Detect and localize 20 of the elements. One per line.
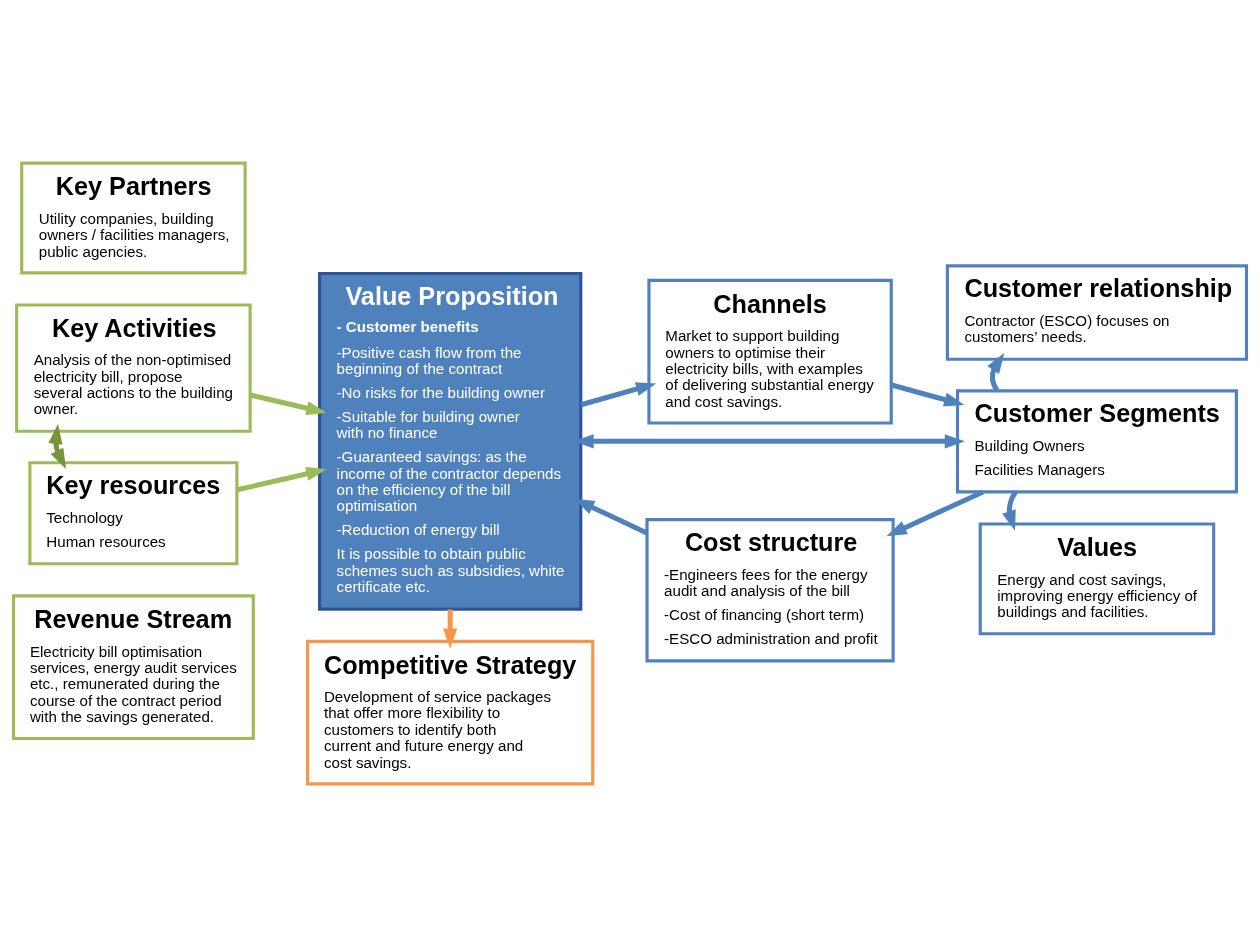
node-box: Customer Segments Building Owners Facilities Managers [955,389,1238,494]
arrow [249,392,327,416]
arrow [987,353,1005,392]
arrow [443,609,458,649]
arrow [580,382,657,408]
node-box: Key Partners Utility companies, building owners / facilities managers, public agencies. [20,161,247,275]
node-box: Values Energy and cost savings, improving energy efficiency of buildings and facilities. [978,522,1216,636]
node-box: Revenue Stream Electricity bill optimisation services, energy audit services etc., remunerated during the course of the contract period with the savings generated. [11,594,255,741]
node-box: Channels Market to support building owners to optimise their electricity bills, with examples of delivering substantial energy and cost savings. [647,278,893,425]
arrow [236,466,327,493]
node-box: Key Activities Analysis of the non-optimised electricity bill, propose several actions to the building owner. [15,303,252,433]
node-box: Customer relationship Contractor (ESCO) focuses on customers’ needs. [945,264,1249,361]
node-box: Cost structure -Engineers fees for the energy audit and analysis of the bill -Cost of financing (short term) -ESCO administration and profit [645,517,895,663]
arrow [1002,490,1018,531]
arrow [886,489,985,537]
node-box: Competitive Strategy Development of service packages that offer more flexibility to customers to identify both current and future energy and cost savings. [306,639,595,786]
node-box: Key resources Technology Human resources [28,461,239,566]
arrow [48,423,67,470]
arrow [890,382,965,407]
node-box: Value Proposition - Customer benefits -Positive cash flow from the beginning of the contract -No risks for the building owner -Suitable for building owner with no finance -Guaranteed savings: as the income of the contractor depends on the efficiency of the bill optimisation -Reduction of energy bill It is possible to obtain public schemes such as subsidies, white certificate etc. [317,271,583,611]
